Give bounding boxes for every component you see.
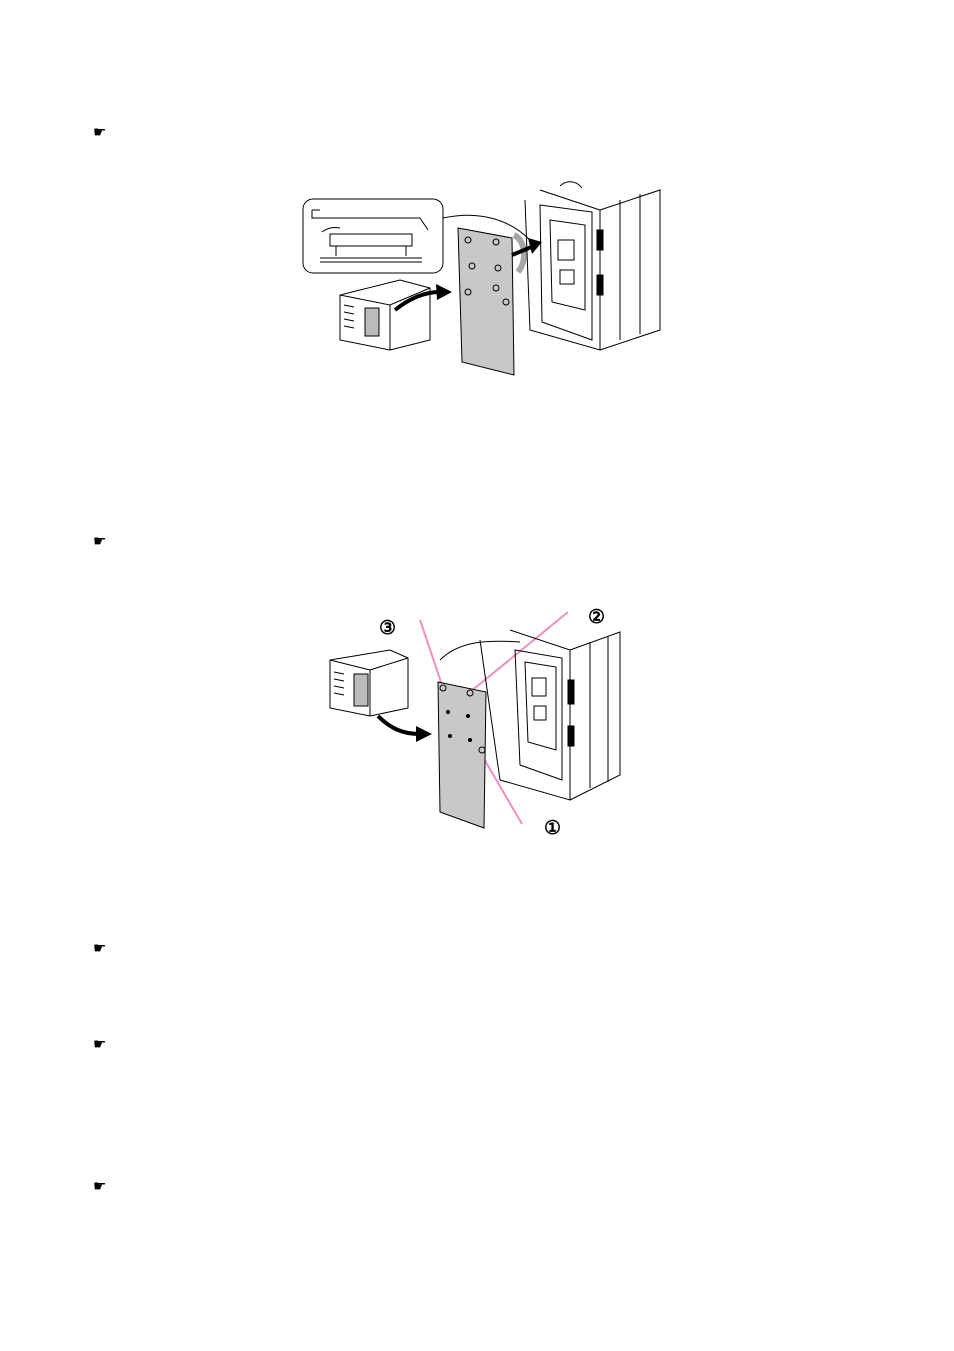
pointing-hand-icon: ☛: [93, 124, 115, 140]
figure-cable-connection: [300, 180, 670, 380]
control-board-panel: [438, 682, 486, 828]
arrow-head-icon: [436, 284, 452, 300]
pointing-hand-icon: ☛: [93, 940, 115, 956]
leader-line-2: [470, 612, 568, 692]
connector-detail-inset: [303, 199, 443, 273]
control-board-panel: [458, 228, 514, 375]
leader-line-1: [480, 752, 522, 824]
pointing-hand-icon: ☛: [93, 1178, 115, 1194]
pointing-hand-icon: ☛: [93, 1036, 115, 1052]
printer-body: [525, 182, 660, 350]
small-printer-icon: [330, 650, 408, 716]
callout-one: ①: [544, 818, 561, 838]
callout-two: ②: [588, 607, 605, 627]
curved-arrow-icon: [378, 716, 420, 734]
figure-remove-panel: [320, 600, 640, 840]
arrow-head-icon: [416, 726, 432, 742]
small-printer-icon: [340, 280, 430, 350]
leader-line-3: [420, 620, 443, 688]
pointing-hand-icon: ☛: [93, 533, 115, 549]
callout-three: ③: [379, 618, 396, 638]
insert-arrow-head-icon: [528, 238, 542, 254]
